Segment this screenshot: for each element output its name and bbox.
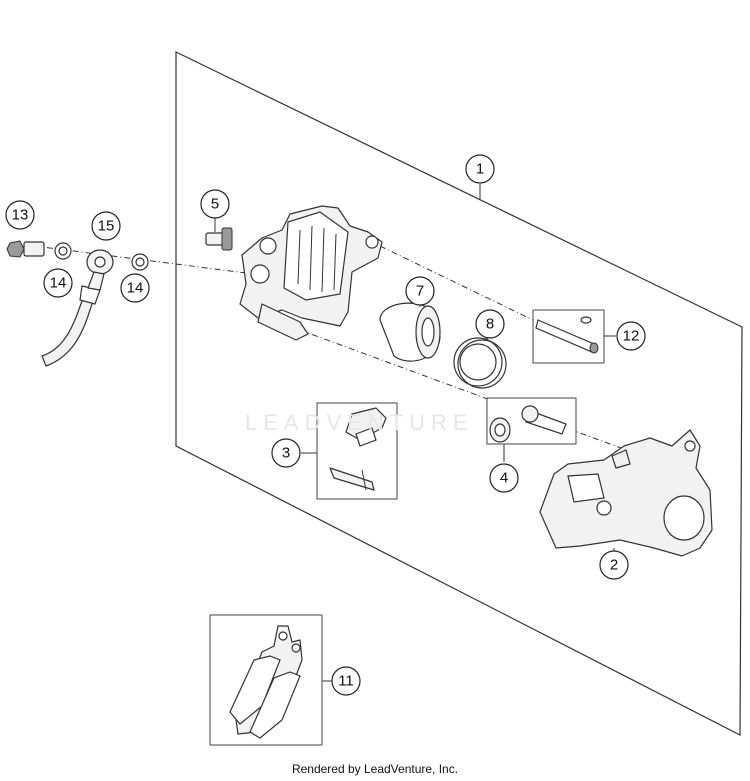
- callout-14: 14: [43, 268, 73, 298]
- axis-line-lower: [299, 329, 641, 456]
- callout-7: 7: [405, 276, 435, 306]
- callout-label: 13: [12, 207, 29, 224]
- caliper-body: [239, 205, 383, 341]
- callout-label: 4: [500, 470, 508, 487]
- callout-12: 12: [616, 321, 646, 351]
- callout-8: 8: [475, 309, 505, 339]
- callout-label: 1: [476, 161, 484, 178]
- callout-label: 2: [610, 557, 618, 574]
- brake-pads: [229, 625, 303, 739]
- guide-pin: [535, 316, 599, 354]
- callout-circle: [200, 189, 230, 219]
- callout-circle: [43, 268, 73, 298]
- slide-sleeve: [521, 405, 567, 435]
- watermark: LEADVENTURE: [245, 410, 474, 435]
- callout-label: 14: [50, 275, 67, 292]
- callout-circle: [475, 309, 505, 339]
- callout-11: 11: [331, 666, 361, 696]
- callout-circle: [91, 211, 121, 241]
- callout-4: 4: [489, 463, 519, 493]
- callout-13: 13: [5, 200, 35, 230]
- callout-14: 14: [120, 273, 150, 303]
- callout-label: 15: [98, 218, 115, 235]
- callout-circle: [271, 438, 301, 468]
- brake-hose: [41, 285, 101, 367]
- axis-line-banjo: [33, 245, 263, 276]
- callout-label: 7: [416, 283, 424, 300]
- banjo-fitting: [86, 249, 114, 291]
- caliper-bracket: [539, 429, 713, 557]
- callout-label: 12: [623, 328, 640, 345]
- callout-circle: [120, 273, 150, 303]
- callout-label: 11: [338, 673, 354, 690]
- callout-circle: [489, 463, 519, 493]
- dust-boot: [489, 417, 511, 443]
- piston: [379, 302, 441, 362]
- callout-label: 3: [282, 445, 290, 462]
- callout-15: 15: [91, 211, 121, 241]
- callout-label: 8: [486, 316, 494, 333]
- callout-5: 5: [200, 189, 230, 219]
- bleeder-valve: [205, 227, 233, 251]
- callout-label: 5: [211, 196, 219, 213]
- banjo-bolt: [6, 240, 45, 258]
- callout-3: 3: [271, 438, 301, 468]
- callout-circle: [405, 276, 435, 306]
- pad-spring: [329, 407, 387, 491]
- washer-left-hole: [58, 246, 68, 256]
- assembly-frame: [175, 51, 743, 736]
- callout-2: 2: [599, 550, 629, 580]
- washer-right-hole: [135, 257, 145, 267]
- callout-circle: [331, 666, 361, 696]
- callout-circle: [616, 321, 646, 351]
- callout-1: 1: [465, 154, 495, 184]
- callout-circle: [5, 200, 35, 230]
- footer-credit: Rendered by LeadVenture, Inc.: [291, 762, 459, 776]
- callout-label: 14: [127, 280, 144, 297]
- callout-circle: [599, 550, 629, 580]
- seal-ring: [453, 337, 507, 389]
- callout-circle: [465, 154, 495, 184]
